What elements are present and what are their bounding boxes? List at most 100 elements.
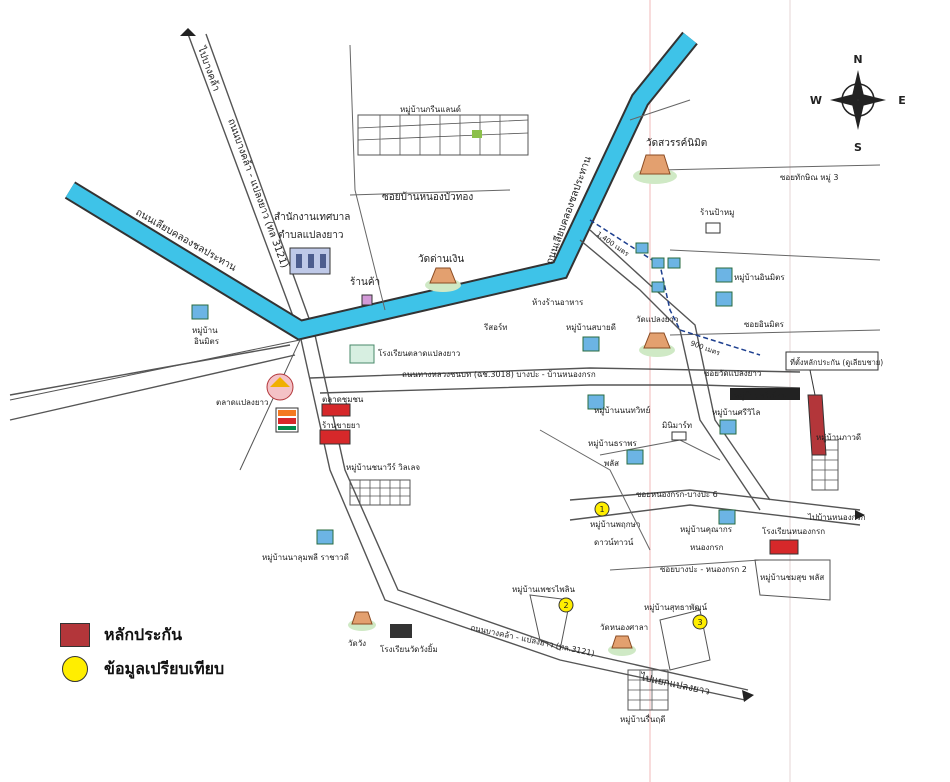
temple-icon (608, 635, 636, 656)
pharmacy-label: ร้านขายยา (322, 421, 360, 430)
school-nongkrok-label: โรงเรียนหนองกรก (762, 526, 825, 536)
school-bottom-label: โรงเรียนวัดวังยิ้ม (380, 643, 438, 654)
svg-text:1: 1 (599, 505, 604, 514)
house-icon (626, 449, 644, 465)
subject-callout-label: ที่ตั้งหลักประกัน (ดูเลียบชาย) (790, 357, 883, 367)
svg-text:W: W (810, 94, 822, 107)
minimart-label: มินิมาร์ท (662, 420, 692, 430)
resort-label: รีสอร์ท (483, 322, 507, 332)
village-grid-bottom (627, 669, 669, 711)
school-icon (769, 539, 799, 555)
school-plaengyao-label: โรงเรียนตลาดแปลงยาว (378, 348, 460, 358)
arrow-to-nongkrok (855, 510, 865, 520)
legend-collateral: หลักประกัน (60, 618, 224, 652)
market-small-label: ตลาดชุมชน (322, 395, 364, 404)
house-icon (651, 257, 665, 269)
village-nakorn-label-2: หนองกรก (690, 543, 724, 552)
restaurant-label: ห้างร้านอาหาร (532, 298, 584, 307)
soi-nongkrok-2-label: ซอยบางปะ - หนองกรก 2 (660, 565, 747, 574)
irrigation-canal (9, 31, 698, 471)
main-road-label: ถนนบางคล้า - แปลงยาว (ทล 3121) (225, 117, 290, 270)
svg-text:N: N (853, 53, 862, 66)
village-inmitr-left-label: หมู่บ้าน (192, 326, 218, 336)
village-nonthawit-label: หมู่บ้านนนทวิทย์ (594, 405, 650, 416)
comparable-2-label: หมู่บ้านเพชรไพลิน (512, 585, 576, 595)
shop-icon (321, 403, 351, 417)
legend-collateral-label: หลักประกัน (104, 624, 183, 644)
school-icon (390, 624, 412, 638)
legend-comparable: ข้อมูลเปรียบเทียบ (60, 652, 224, 686)
north-road-arrow (180, 28, 196, 36)
shop-label: ร้านค้า (350, 276, 380, 288)
shop-icon (319, 429, 351, 445)
highway-3018-label: ถนนทางหลวงชนบท (ฉช.3018) บางปะ - บ้านหนอ… (402, 370, 596, 379)
highway-3018 (309, 367, 801, 394)
wat-sawan-nimit-label: วัดสวรรค์นิมิต (646, 137, 707, 149)
svg-text:2: 2 (563, 601, 568, 610)
svg-text:3: 3 (697, 618, 702, 627)
market-icon (266, 373, 294, 401)
house-icon (718, 509, 736, 525)
wat-nong-sala-label: วัดหนองศาลา (600, 623, 648, 632)
house-icon (191, 304, 209, 320)
temple-icon (639, 332, 675, 357)
collateral-swatch (60, 623, 90, 647)
house-icon (715, 291, 733, 307)
village-grid-comparable-2 (529, 594, 571, 651)
shop-icon (671, 431, 687, 441)
soi-thaksin-label: ซอยทักษิณ หมู่ 3 (780, 173, 838, 183)
village-saburi-label: หมู่บ้านสบายดี (566, 323, 616, 333)
village-chomsuk-lot (754, 559, 831, 601)
soi-plaengyao-label: ซอยวัดแปลงยาว (704, 369, 761, 378)
temple-icon (425, 267, 461, 292)
house-icon (719, 419, 737, 435)
municipal-office-label: สำนักงานเทศบาล (274, 212, 350, 223)
main-road-3121 (187, 33, 749, 701)
comparable-marker-3: 3 (692, 614, 708, 630)
compass-rose: N S E W (810, 53, 906, 154)
village-rurin-label: หมู่บ้านธราพร (588, 439, 638, 449)
wat-left-label: วัดวัง (348, 639, 366, 648)
village-rurin-label-2: พลัส (604, 459, 619, 468)
municipal-office-icon (289, 247, 331, 275)
village-sirwilai-label: หมู่บ้านศรีวิไล (712, 408, 760, 418)
village-green-land-label: หมู่บ้านกรีนแลนด์ (400, 104, 461, 115)
house-icon (582, 336, 600, 352)
market-plaengyao-label: ตลาดแปลงยาว (216, 398, 269, 407)
house-icon (635, 242, 649, 254)
house-icon (316, 529, 334, 545)
comparable-marker-1: 1 (594, 501, 610, 517)
to-nongkrok-label: ไปบ้านหนองกรก (807, 513, 866, 522)
subject-callout (785, 351, 879, 396)
soi-inmitr-label: ซอยอินมิตร (744, 320, 785, 329)
house-icon (715, 267, 733, 283)
comparable-3-label: หมู่บ้านสุทธาพัฒน์ (644, 602, 708, 613)
soi-nongkrok-label: ซอยหนองกรก-บางปะ 6 (636, 490, 718, 499)
collateral-marker (730, 388, 827, 456)
house-icon (587, 394, 605, 410)
village-right-side-label: หมู่บ้านภาวดี (816, 433, 861, 443)
house-icon (651, 281, 665, 293)
house-icon (667, 257, 681, 269)
distance-900-label: 900 เมตร (689, 339, 721, 357)
shop-icon (361, 294, 373, 306)
village-chomsuk-label: หมู่บ้านชมสุข พลัส (760, 573, 824, 583)
soi-nong-bua-thong-label: ซอยบ้านหนองบัวทอง (382, 191, 473, 203)
village-grid-comparable-3 (659, 609, 711, 671)
road-bottom-label: ถนนบางคล้า - แปลงยาว (ทล.3121) (470, 623, 596, 658)
village-chanawi (349, 479, 411, 506)
seven-eleven-icon (275, 407, 299, 433)
shop-icon (705, 222, 721, 234)
village-kraisorn-label: หมู่บ้านพรีเมียม (734, 391, 787, 401)
dashed-route (589, 219, 761, 356)
village-chanawi-label: หมู่บ้านชนาวีร์ วิลเลจ (346, 462, 420, 473)
upper-roads (349, 44, 511, 311)
municipal-office-label-2: ตำบลแปลงยาว (278, 230, 343, 241)
comparable-1-label: หมู่บ้านพฤกษา (590, 520, 640, 530)
village-bottom-label: หมู่บ้านรื่นฤดี (620, 713, 665, 725)
wat-dan-ngoen-label: วัดด่านเงิน (418, 254, 464, 265)
village-nakorn-label: หมู่บ้านคุณากร (680, 525, 733, 535)
right-side-roads (539, 99, 881, 571)
svg-text:E: E (898, 94, 906, 107)
arrow-to-junction (742, 690, 754, 702)
